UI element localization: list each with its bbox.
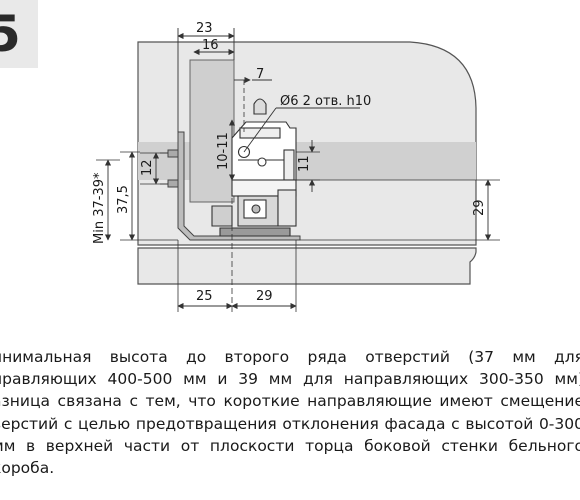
dim-min-37-39: Min 37-39* (92, 172, 107, 244)
dim-10-11: 10-11 (216, 132, 231, 170)
hole-callout: Ø6 2 отв. h10 (280, 94, 371, 109)
dim-7: 7 (256, 67, 264, 82)
dim-23: 23 (196, 21, 213, 36)
dim-29-bottom: 29 (256, 289, 273, 304)
slide-runner (211, 179, 297, 237)
footnote-text: инимальная высота до второго ряда отверс… (0, 348, 580, 478)
dim-12: 12 (140, 159, 155, 176)
dim-37-5: 37,5 (116, 185, 131, 214)
drawer-slide-drawing: 23 16 7 Ø6 2 отв. h10 10-11 11 12 37,5 M… (92, 21, 500, 312)
dim-25: 25 (196, 289, 213, 304)
dim-16: 16 (202, 38, 219, 53)
side-profile (177, 131, 301, 241)
slide-mechanism (231, 98, 297, 181)
lower-hole (257, 157, 267, 167)
bottom-panel (137, 247, 477, 285)
step-badge: 5 (0, 0, 38, 68)
dim-11: 11 (297, 155, 312, 172)
front-plate (189, 59, 235, 203)
dim-29-right: 29 (472, 199, 487, 216)
step-number: 5 (0, 5, 21, 63)
